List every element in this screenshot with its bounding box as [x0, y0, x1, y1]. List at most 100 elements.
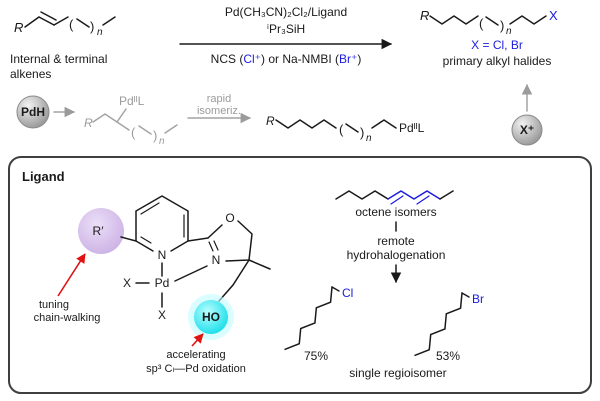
- chloride-product-structure: Cl 75%: [284, 286, 353, 363]
- pdh-sphere: [16, 95, 50, 129]
- mechanism-row: PdH R PdᴵᴵL ( ) n rapid isomeriz. R ( ) …: [16, 83, 543, 147]
- methyl-bond: [248, 259, 271, 270]
- pyridine-double-bonds: [140, 202, 185, 244]
- paren-open: (: [339, 122, 344, 137]
- paren-close: ): [90, 19, 94, 34]
- octene-structure: [335, 190, 454, 205]
- bond: [345, 123, 359, 133]
- paren-open: (: [69, 17, 74, 32]
- conditions-below: NCS (Cl⁺) or Na-NMBI (Br⁺): [211, 52, 362, 66]
- py-n-label: N: [158, 248, 167, 262]
- r-prime-bond: [120, 236, 137, 242]
- conditions-line1: Pd(CH₃CN)₂Cl₂/Ligand: [225, 5, 347, 19]
- substrate-r-label: R: [14, 20, 23, 35]
- pd-label: Pd: [155, 276, 170, 290]
- x-plus-sphere: [511, 114, 543, 146]
- int2-pd-label: PdᴵᴵL: [399, 121, 425, 135]
- oxazoline-ring: O N: [174, 211, 271, 302]
- bond: [76, 18, 90, 28]
- isomerization-label-line1: rapid: [207, 93, 231, 105]
- pyridine-bonds: [135, 195, 189, 252]
- bond: [138, 125, 152, 135]
- paren-close: ): [500, 18, 504, 33]
- bond: [485, 16, 499, 26]
- chain-bonds: [335, 190, 389, 200]
- ligand-box-border: [8, 156, 592, 394]
- double-bond: [38, 11, 57, 26]
- yield-br-label: 53%: [436, 349, 460, 363]
- regioisomer-caption: single regioisomer: [349, 366, 446, 380]
- ox-o-label: O: [225, 211, 234, 225]
- chain-bonds: [429, 15, 479, 25]
- step-label-line2: hydrohalogenation: [347, 248, 446, 262]
- intermediate-2: R ( ) n PdᴵᴵL: [266, 114, 425, 144]
- chain-bonds: [414, 292, 463, 357]
- accelerating-arrow-icon: [191, 333, 204, 347]
- pd-complex: R′ N Pd X X O N: [34, 195, 271, 375]
- bond: [439, 190, 454, 200]
- paren-close-label: ): [357, 52, 361, 66]
- product-caption: primary alkyl halides: [443, 54, 552, 68]
- bond: [53, 16, 69, 26]
- intermediate-1: R PdᴵᴵL ( ) n: [84, 94, 178, 147]
- chain-bonds: [275, 119, 337, 129]
- paren-close: ): [153, 128, 157, 143]
- cl-plus-label: Cl⁺: [243, 52, 261, 66]
- isomer-double-bond-chain: [387, 190, 441, 200]
- x-plus-label: X⁺: [520, 123, 534, 137]
- paren-close: ): [360, 125, 364, 140]
- ho-label: HO: [202, 310, 220, 324]
- chain-bonds: [371, 119, 397, 129]
- cl-label: Cl: [342, 286, 353, 300]
- isomerization-label-line2: isomeriz.: [197, 105, 241, 117]
- br-plus-label: Br⁺: [339, 52, 357, 66]
- int1-pd-label: PdᴵᴵL: [119, 94, 145, 108]
- ligand-box-title: Ligand: [22, 169, 65, 184]
- tuning-arrow-icon: [57, 253, 86, 297]
- bond: [164, 124, 178, 134]
- r-prime-label: R′: [93, 224, 105, 238]
- aryl-link-bond: [187, 237, 209, 242]
- product-structure: R ( ) n X X = Cl, Br primary alkyl halid…: [420, 8, 558, 68]
- tuning-note-line2: chain-walking: [34, 312, 101, 324]
- oxn-pd-bond: [174, 265, 208, 282]
- n-subscript: n: [97, 27, 103, 38]
- br-label: Br: [472, 292, 484, 306]
- int2-r-label: R: [266, 114, 275, 128]
- x-ligand-1-label: X: [123, 276, 131, 290]
- substrate-caption: Internal & terminal alkenes: [10, 52, 107, 81]
- tuning-note-line1: tuning: [39, 299, 69, 311]
- x-equals-label: X = Cl, Br: [471, 38, 523, 52]
- step-label-line1: remote: [377, 234, 415, 248]
- ligand-box: Ligand R′ N Pd X X O N: [8, 156, 592, 394]
- bond: [461, 292, 470, 298]
- example-reaction: octene isomers remote hydrohalogenation …: [284, 190, 484, 380]
- pyridine-ring: N: [135, 195, 189, 262]
- ox-n-label: N: [212, 253, 221, 267]
- bond: [24, 16, 40, 28]
- paren-open: (: [131, 125, 136, 140]
- int1-r-label: R: [84, 116, 93, 130]
- n-subscript: n: [506, 26, 512, 37]
- main-reaction: Pd(CH₃CN)₂Cl₂/Ligand ⁱPr₃SiH NCS (Cl⁺) o…: [179, 5, 393, 66]
- substrate-structure: R ( ) n: [14, 11, 116, 38]
- n-subscript: n: [366, 133, 372, 144]
- chain-bonds: [92, 113, 118, 123]
- bond: [331, 286, 340, 292]
- c-n-double-bond: [208, 240, 219, 252]
- bromide-product-structure: Br 53%: [414, 292, 484, 363]
- double-bond-lines: [390, 195, 430, 205]
- or-nmbi-label: ) or Na-NMBI (: [261, 52, 339, 66]
- ncs-label: NCS (: [211, 52, 244, 66]
- yield-cl-label: 75%: [304, 349, 328, 363]
- ho-highlight-circle: [194, 300, 228, 334]
- product-x-label: X: [549, 8, 558, 23]
- product-r-label: R: [420, 8, 429, 23]
- x-ligand-2-label: X: [158, 308, 166, 322]
- oxazoline-bonds: [207, 220, 253, 262]
- accelerating-note-line2: sp³ Cₗ—Pd oxidation: [146, 363, 246, 375]
- substrate-caption-line1: Internal & terminal: [10, 52, 107, 66]
- paren-open: (: [479, 16, 484, 31]
